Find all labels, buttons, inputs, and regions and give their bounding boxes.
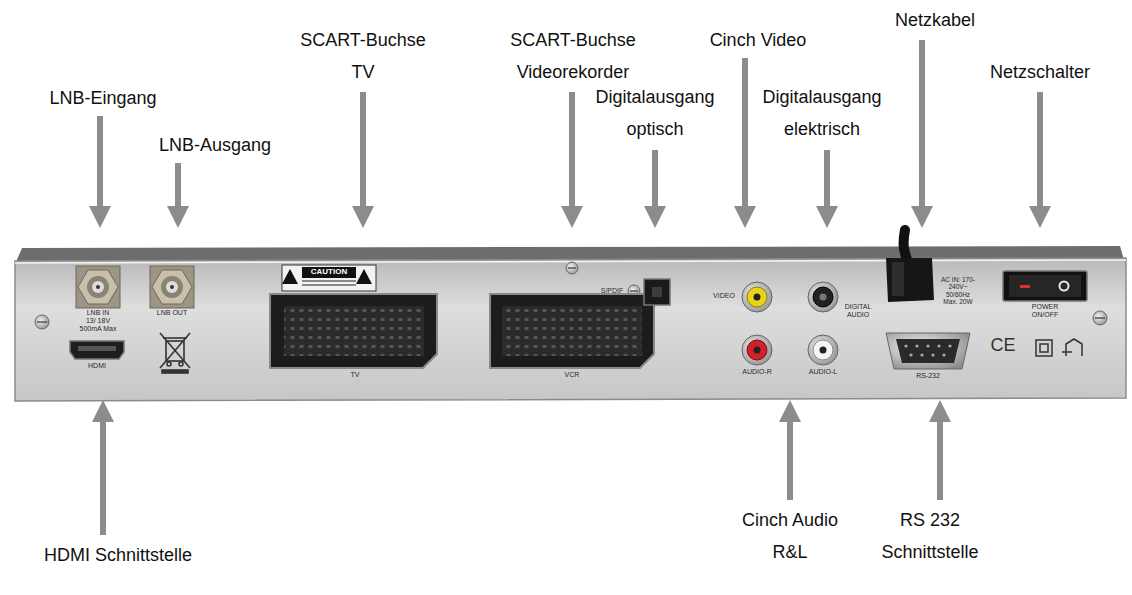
port-marking: RS-232	[916, 372, 940, 380]
hdmi-port	[70, 341, 124, 359]
port-marking: TV	[351, 371, 360, 379]
rca-jacks	[742, 282, 838, 365]
callout-label: Netzschalter	[990, 56, 1090, 88]
callout-label: Netzkabel	[895, 4, 975, 36]
port-marking: 500mA Max	[80, 325, 117, 333]
port-marking: LNB IN	[87, 309, 110, 317]
caution-label	[282, 265, 376, 291]
port-marking: LNB OUT	[157, 309, 187, 317]
callout-label: Cinch Video	[710, 24, 807, 56]
callout-label: Digitalausgang optisch	[588, 81, 723, 145]
port-marking: POWER ON/OFF	[1025, 303, 1065, 319]
weee-symbol	[160, 333, 190, 373]
ce-mark: CE	[990, 336, 1015, 356]
rs232-port	[886, 333, 970, 369]
warning-text: CAUTION	[311, 268, 347, 277]
port-marking: VIDEO	[713, 292, 735, 300]
port-marking: AUDIO-L	[809, 368, 837, 376]
optical-output	[644, 279, 670, 305]
callout-label: Digitalausgang elektrisch	[755, 81, 890, 145]
approval-marks	[1036, 339, 1082, 356]
callout-label: HDMI Schnittstelle	[44, 539, 192, 571]
callout-label: LNB-Ausgang	[159, 129, 271, 161]
callout-label: SCART-Buchse TV	[294, 24, 432, 88]
leader-arrows	[89, 40, 1051, 535]
callout-label: SCART-Buchse Videorekorder	[504, 24, 642, 88]
port-marking: S/PDIF	[601, 287, 624, 295]
callout-label: Cinch Audio R&L	[728, 504, 853, 568]
port-marking: DIGITAL AUDIO	[840, 303, 876, 319]
scart-tv	[270, 294, 437, 368]
rating-text: AC IN: 170-240V~ 50/60Hz Max. 20W	[939, 276, 977, 306]
lnb-connectors	[76, 266, 194, 308]
power-cable	[886, 230, 934, 302]
port-marking: VCR	[565, 371, 580, 379]
port-marking: HDMI	[88, 362, 106, 370]
port-marking: AUDIO-R	[742, 368, 772, 376]
power-switch	[1003, 271, 1087, 301]
port-marking: 13/ 18V	[86, 317, 110, 325]
housing	[15, 246, 1126, 401]
callout-label: LNB-Eingang	[49, 82, 156, 114]
scart-vcr	[490, 294, 654, 368]
callout-label: RS 232 Schnittstelle	[868, 504, 993, 568]
